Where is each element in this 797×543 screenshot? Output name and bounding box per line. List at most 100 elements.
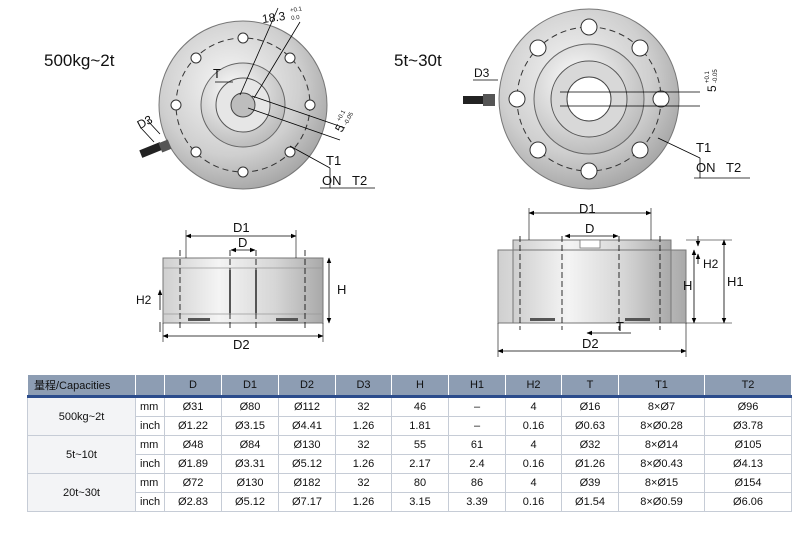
value-cell: 8×Ø7 bbox=[618, 396, 705, 417]
left-label-ON: ON bbox=[322, 173, 342, 188]
right-label-D3: D3 bbox=[474, 66, 490, 80]
header-H: H bbox=[391, 374, 449, 398]
unit-cell: mm bbox=[135, 473, 165, 493]
table-header-row: 量程/Capacities D D1 D2 D3 H H1 H2 T T1 T2 bbox=[27, 374, 792, 398]
value-cell: Ø31 bbox=[164, 396, 222, 417]
left-side-label-H: H bbox=[337, 282, 346, 297]
value-cell: 0.16 bbox=[505, 492, 562, 512]
value-cell: 1.81 bbox=[391, 416, 449, 436]
value-cell: 8×Ø0.43 bbox=[618, 454, 705, 474]
value-cell: Ø5.12 bbox=[278, 454, 336, 474]
right-side-label-T: T bbox=[616, 319, 624, 334]
left-tol-18-plus: +0.1 bbox=[290, 6, 303, 14]
header-T: T bbox=[561, 374, 619, 398]
left-tol-18-minus: 0.0 bbox=[291, 15, 301, 22]
left-label-T: T bbox=[213, 66, 221, 81]
right-label-T1: T1 bbox=[696, 140, 711, 155]
value-cell: Ø4.13 bbox=[704, 454, 792, 474]
value-cell: 80 bbox=[391, 473, 449, 493]
left-top-view bbox=[139, 7, 375, 190]
left-side-label-D: D bbox=[238, 235, 247, 250]
right-tol-5-minus: -0.05 bbox=[713, 69, 719, 83]
right-mount-holes bbox=[508, 18, 670, 180]
value-cell: 0.16 bbox=[505, 454, 562, 474]
value-cell: Ø1.54 bbox=[561, 492, 619, 512]
value-cell: 2.17 bbox=[391, 454, 449, 474]
unit-cell: inch bbox=[135, 416, 165, 436]
value-cell: Ø7.17 bbox=[278, 492, 336, 512]
value-cell: 1.26 bbox=[335, 492, 392, 512]
left-label-D3: D3 bbox=[135, 112, 155, 132]
capacity-model-cell: 500kg~2t bbox=[27, 396, 136, 436]
value-cell: Ø1.89 bbox=[164, 454, 222, 474]
header-D3: D3 bbox=[335, 374, 392, 398]
right-side-view bbox=[497, 208, 732, 357]
value-cell: Ø0.63 bbox=[561, 416, 619, 436]
right-side-label-H1: H1 bbox=[727, 274, 744, 289]
value-cell: 4 bbox=[505, 435, 562, 455]
left-side-view bbox=[157, 230, 332, 342]
value-cell: 32 bbox=[335, 435, 392, 455]
left-side-label-D1: D1 bbox=[233, 220, 250, 235]
value-cell: 1.26 bbox=[335, 416, 392, 436]
value-cell: Ø5.12 bbox=[221, 492, 279, 512]
value-cell: 8×Ø14 bbox=[618, 435, 705, 455]
left-label-T1: T1 bbox=[326, 153, 341, 168]
value-cell: 8×Ø15 bbox=[618, 473, 705, 493]
capacity-model-cell: 5t~10t bbox=[27, 435, 136, 474]
value-cell: Ø2.83 bbox=[164, 492, 222, 512]
left-side-label-D2: D2 bbox=[233, 337, 250, 352]
value-cell: 86 bbox=[448, 473, 506, 493]
value-cell: 0.16 bbox=[505, 416, 562, 436]
value-cell: 4 bbox=[505, 473, 562, 493]
value-cell: Ø80 bbox=[221, 396, 279, 417]
value-cell: Ø112 bbox=[278, 396, 336, 417]
value-cell: 32 bbox=[335, 396, 392, 417]
value-cell: 32 bbox=[335, 473, 392, 493]
right-side-label-D2: D2 bbox=[582, 336, 599, 351]
header-D1: D1 bbox=[221, 374, 279, 398]
header-D2: D2 bbox=[278, 374, 336, 398]
value-cell: Ø3.15 bbox=[221, 416, 279, 436]
capacity-model-cell: 20t~30t bbox=[27, 473, 136, 512]
value-cell: 2.4 bbox=[448, 454, 506, 474]
value-cell: Ø130 bbox=[221, 473, 279, 493]
left-title: 500kg~2t bbox=[44, 51, 115, 70]
unit-cell: inch bbox=[135, 492, 165, 512]
value-cell: Ø3.78 bbox=[704, 416, 792, 436]
left-tol-5-plus: +0.1 bbox=[336, 109, 347, 123]
left-side-label-H2: H2 bbox=[136, 293, 152, 307]
header-H1: H1 bbox=[448, 374, 506, 398]
right-tol-5: 5 +0.1 -0.05 bbox=[705, 69, 719, 92]
value-cell: 55 bbox=[391, 435, 449, 455]
value-cell: 61 bbox=[448, 435, 506, 455]
value-cell: Ø130 bbox=[278, 435, 336, 455]
value-cell: Ø32 bbox=[561, 435, 619, 455]
header-D: D bbox=[164, 374, 222, 398]
value-cell: 46 bbox=[391, 396, 449, 417]
right-side-label-D: D bbox=[585, 221, 594, 236]
right-side-label-H2: H2 bbox=[703, 257, 719, 271]
value-cell: Ø182 bbox=[278, 473, 336, 493]
header-H2: H2 bbox=[505, 374, 562, 398]
left-tol-18-value: 18.3 bbox=[261, 9, 286, 26]
value-cell: 8×Ø0.59 bbox=[618, 492, 705, 512]
right-side-label-H: H bbox=[683, 278, 692, 293]
right-label-T2: T2 bbox=[726, 160, 741, 175]
left-mount-holes bbox=[170, 32, 316, 178]
value-cell: Ø48 bbox=[164, 435, 222, 455]
value-cell: Ø6.06 bbox=[704, 492, 792, 512]
right-tol-5-value: 5 bbox=[705, 85, 719, 92]
value-cell: 3.39 bbox=[448, 492, 506, 512]
header-T2: T2 bbox=[704, 374, 792, 398]
value-cell: – bbox=[448, 416, 506, 436]
value-cell: Ø39 bbox=[561, 473, 619, 493]
right-title: 5t~30t bbox=[394, 51, 442, 70]
value-cell: Ø105 bbox=[704, 435, 792, 455]
left-tol-18: 18.3 +0.1 0.0 bbox=[261, 6, 303, 26]
right-top-view bbox=[463, 8, 750, 190]
